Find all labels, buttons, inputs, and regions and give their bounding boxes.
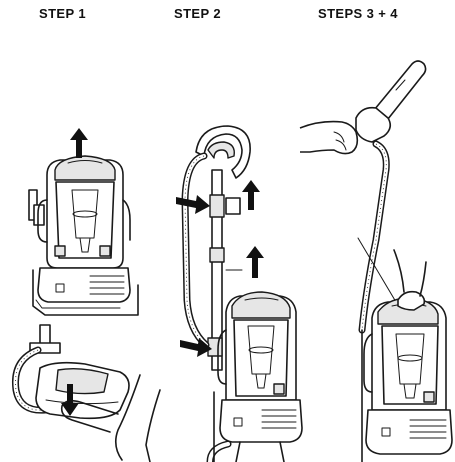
steps-3-4-pod (361, 249, 453, 462)
arrow-up-icon (70, 128, 88, 158)
arrow-up-icon (246, 246, 264, 278)
step-1-pod-lifted (28, 155, 139, 316)
arrow-up-icon (242, 180, 260, 210)
steps-3-4-hand-wand (299, 60, 427, 334)
step-1-floor-nozzle (11, 324, 161, 462)
step-2-vacuum-upright (181, 125, 303, 462)
step-2-title: STEP 2 (174, 6, 221, 21)
arrow-right-icon (180, 338, 212, 357)
steps-3-4-title: STEPS 3 + 4 (318, 6, 398, 21)
arrow-right-icon (176, 195, 210, 214)
step-1-title: STEP 1 (39, 6, 86, 21)
arrow-down-icon (61, 384, 79, 416)
